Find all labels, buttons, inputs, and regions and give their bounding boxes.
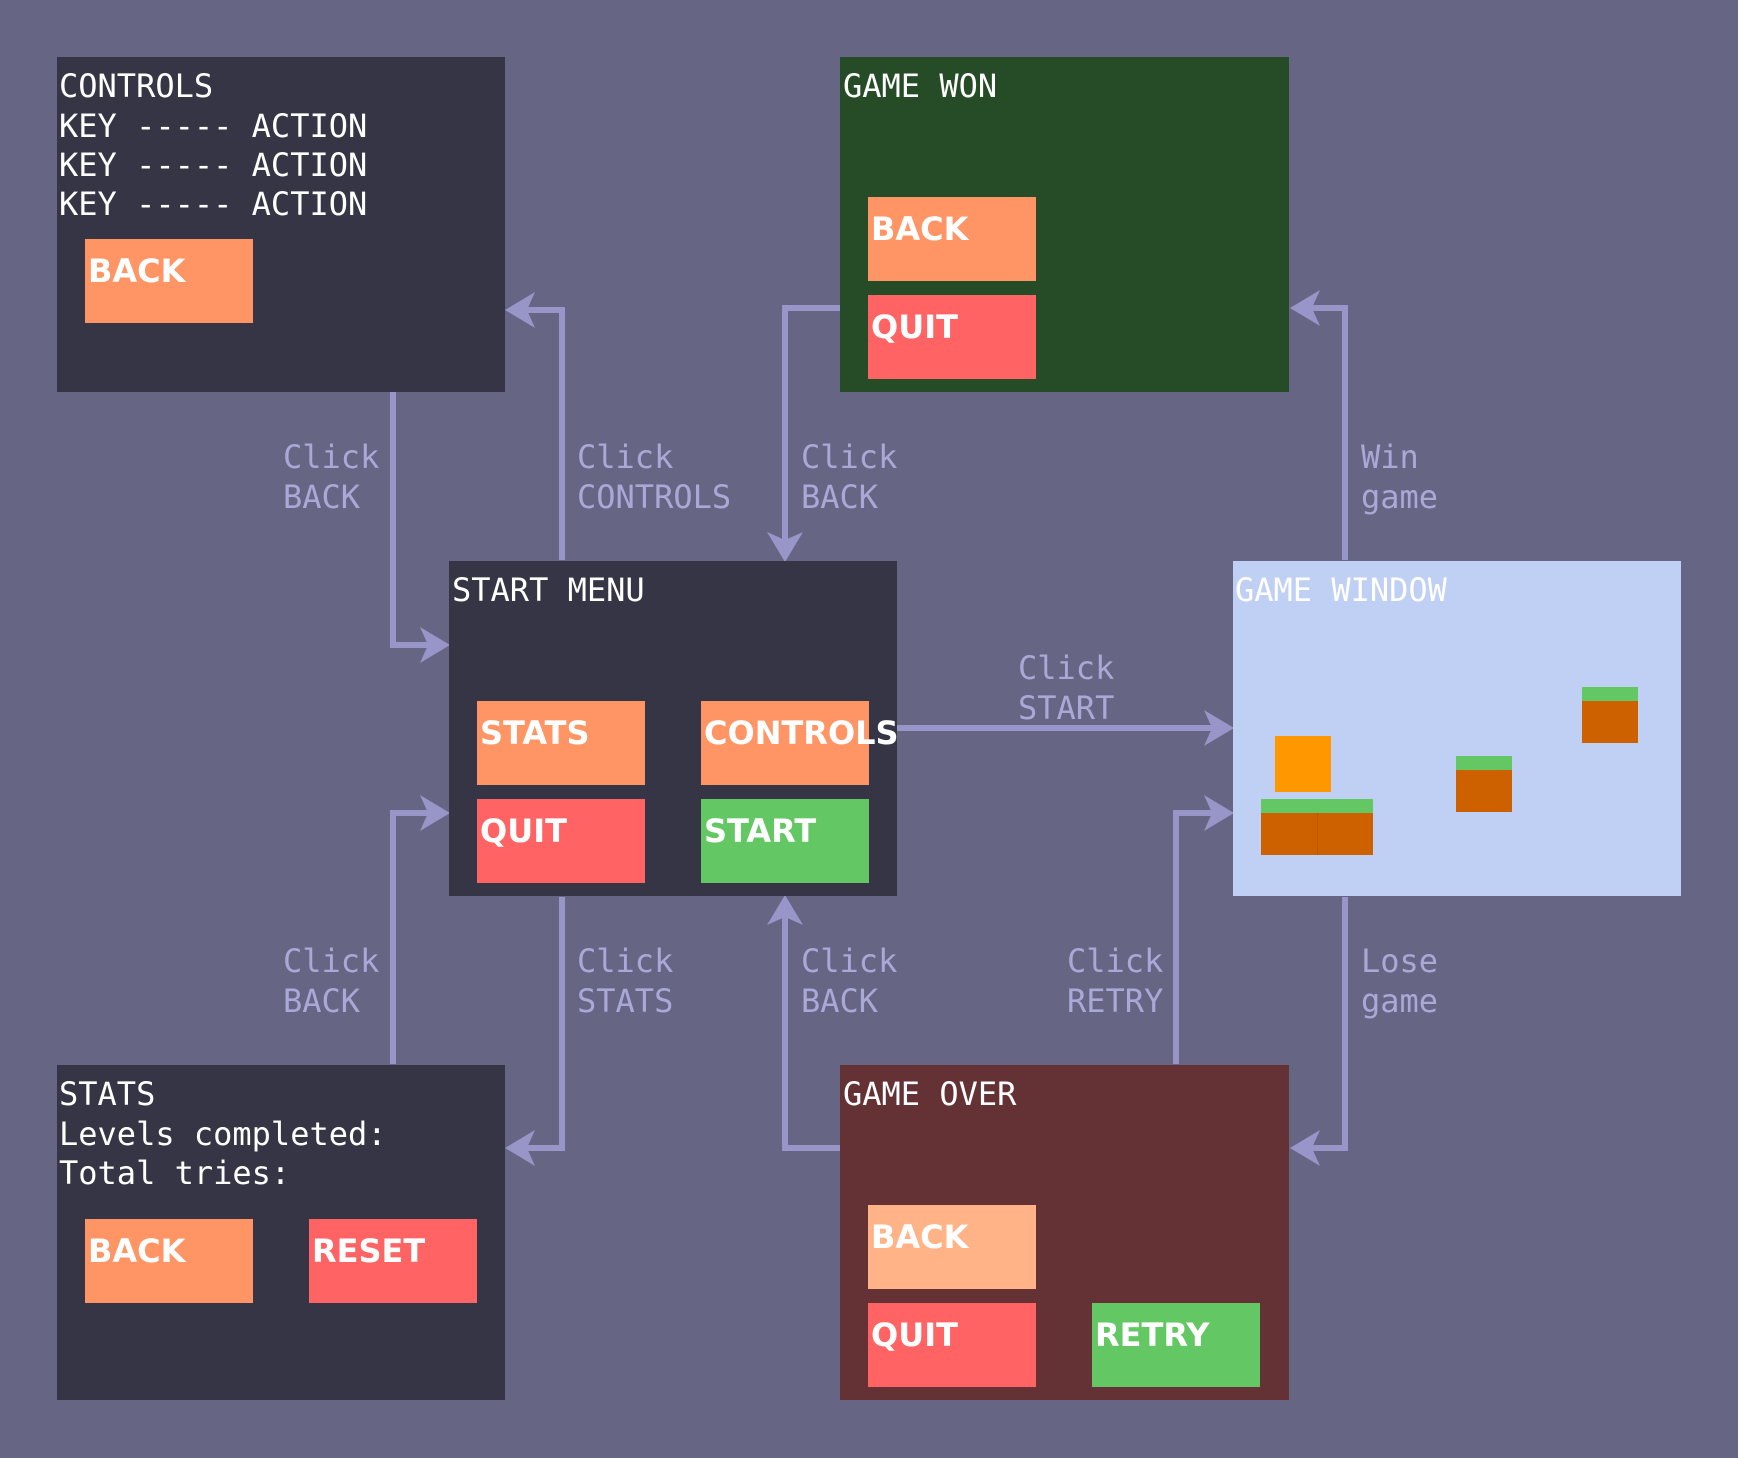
label-line: BACK [283,478,361,516]
start-menu-title: START MENU [452,571,645,609]
arrowhead-start-to-game [1204,710,1234,746]
label-line: Click [1067,942,1164,980]
arrowhead-over-to-game [1204,795,1234,831]
reset-button[interactable]: RESET [309,1219,477,1303]
label-line: game [1361,478,1439,516]
arrow-stats-to-start [390,810,428,1064]
arrowhead-start-to-stats [505,1130,535,1166]
arrow-start-to-controls [527,307,565,560]
game-over-title: GAME OVER [843,1075,1017,1113]
label-line: STATS [577,982,674,1020]
platform-block-icon [1456,756,1512,812]
game-won-back-button[interactable]: BACK [868,197,1036,281]
game-over-quit-button[interactable]: QUIT [868,1303,1036,1387]
retry-button[interactable]: RETRY [1092,1303,1260,1387]
label-line: RETRY [1067,982,1164,1020]
stats-levels-completed: Levels completed: [59,1115,387,1153]
arrow-game-to-won [1312,305,1348,560]
label-line: Click [801,438,898,476]
game-window-screen: GAME WINDOW [1233,561,1681,896]
controls-title: CONTROLS [59,67,214,105]
arrow-over-to-start [782,917,840,1151]
arrow-game-to-over [1312,897,1348,1151]
arrow-over-to-game [1173,810,1212,1064]
label-line: game [1361,982,1439,1020]
label-line: Click [283,942,380,980]
label-line: BACK [801,478,879,516]
label-line: CONTROLS [577,478,732,516]
arrowhead-stats-to-start [420,795,450,831]
arrowhead-won-to-start [767,532,803,562]
game-over-back-button[interactable]: BACK [868,1205,1036,1289]
game-won-quit-button[interactable]: QUIT [868,295,1036,379]
game-over-screen: GAME OVER BACK QUIT RETRY [840,1065,1289,1400]
game-won-screen: GAME WON BACK QUIT [840,57,1289,392]
label-line: Click [801,942,898,980]
label-line: Click [577,438,674,476]
quit-button[interactable]: QUIT [477,799,645,883]
stats-total-tries: Total tries: [59,1154,291,1192]
start-menu-screen: START MENU STATS CONTROLS QUIT START [449,561,899,896]
arrow-controls-to-start [390,392,428,648]
label-line: Click [577,942,674,980]
controls-back-button[interactable]: BACK [85,239,253,323]
ground-block-icon [1261,799,1373,855]
label-line: Win [1361,438,1419,476]
arrowhead-controls-to-start [420,627,450,663]
stats-button[interactable]: STATS [477,701,645,785]
stats-back-button[interactable]: BACK [85,1219,253,1303]
controls-line: KEY ----- ACTION [59,107,368,145]
arrowhead-start-to-controls [505,292,535,328]
controls-button[interactable]: CONTROLS [701,701,899,785]
stats-title: STATS [59,1075,156,1113]
controls-line: KEY ----- ACTION [59,185,368,223]
label-line: BACK [801,982,879,1020]
controls-screen: CONTROLS KEY ----- ACTION KEY ----- ACTI… [57,57,505,392]
platform-block-icon [1582,687,1638,743]
controls-line: KEY ----- ACTION [59,146,368,184]
label-line: BACK [283,982,361,1020]
start-button[interactable]: START [701,799,869,883]
label-line: START [1018,689,1115,727]
arrow-start-to-stats [527,897,565,1151]
arrowhead-game-to-over [1290,1130,1320,1166]
arrowhead-over-to-start [767,895,803,925]
label-line: Click [1018,649,1115,687]
stats-screen: STATS Levels completed: Total tries: BAC… [57,1065,505,1400]
arrow-won-to-start [782,305,840,540]
game-won-title: GAME WON [843,67,998,105]
player-block-icon [1275,736,1331,792]
game-window-title: GAME WINDOW [1235,571,1447,609]
label-line: Click [283,438,380,476]
arrowhead-game-to-won [1290,290,1320,326]
label-line: Lose [1361,942,1439,980]
